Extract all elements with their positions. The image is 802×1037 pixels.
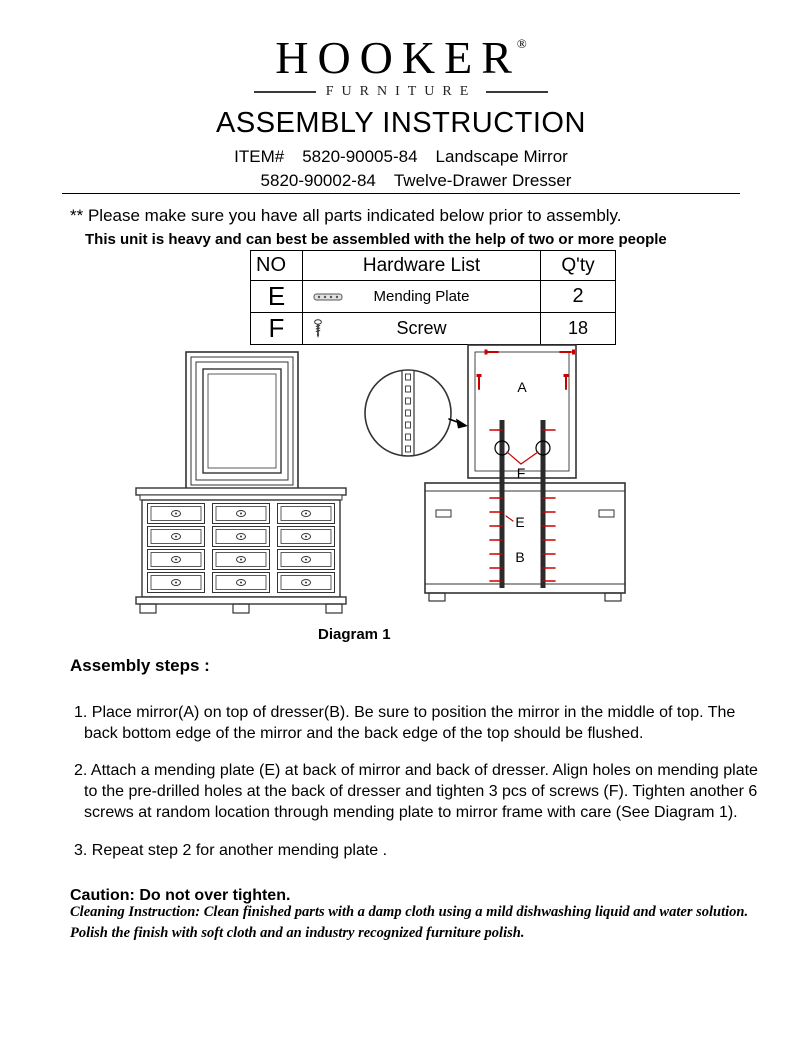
cleaning-line-1: Cleaning Instruction: Clean finished par… [70, 904, 749, 920]
hardware-row-mending-plate: E Mending Plate 2 [250, 280, 616, 313]
cleaning-line-2: Polish the finish with soft cloth and an… [70, 925, 525, 942]
back-view-figure: A F E B [424, 344, 626, 602]
screw-marks [476, 349, 575, 582]
diagram-caption: Diagram 1 [318, 626, 391, 643]
mirror-front [185, 351, 299, 491]
cleaning-instruction: Cleaning Instruction: Clean finished par… [70, 902, 770, 944]
hardware-name-screw: Screw [396, 318, 447, 338]
hardware-qty-screw: 18 [540, 312, 616, 345]
item-2-code: 5820-90002-84 [260, 171, 376, 190]
brand-logo: HOOKER ® [0, 34, 802, 82]
brand-name: HOOKER [275, 32, 521, 83]
hardware-col-list: Hardware List [302, 250, 541, 281]
mending-plates [494, 420, 551, 588]
dresser-front [135, 487, 347, 614]
brand-rule-right [486, 91, 549, 93]
hardware-table-header-row: NO Hardware List Q'ty [250, 250, 616, 281]
assembly-step-1: 1. Place mirror(A) on top of dresser(B).… [74, 704, 736, 743]
hardware-no-e: E [250, 280, 303, 313]
assembly-steps-heading: Assembly steps : [70, 656, 210, 675]
assembly-step-2: 2. Attach a mending plate (E) at back of… [74, 762, 758, 822]
label-screw-f: F [517, 465, 526, 481]
pre-assembly-notice: ** Please make sure you have all parts i… [70, 206, 760, 248]
mirror-back [467, 344, 577, 479]
diagram-1-figure: A F E B [135, 344, 626, 614]
hardware-item-screw: Screw [302, 312, 541, 345]
brand-subtitle: FURNITURE [325, 84, 477, 99]
screw-icon [313, 318, 323, 339]
notice-heavy-unit: This unit is heavy and can best be assem… [85, 231, 667, 248]
label-dresser-b: B [515, 549, 524, 565]
magnifier-detail [364, 369, 468, 457]
front-view-figure [135, 351, 347, 614]
magnifier-arrow [448, 418, 468, 429]
mending-plate-icon [313, 292, 343, 302]
label-mirror-a: A [517, 379, 527, 395]
hardware-no-f: F [250, 312, 303, 345]
item-2-name: Twelve-Drawer Dresser [393, 171, 572, 190]
page-title: ASSEMBLY INSTRUCTION [216, 107, 586, 139]
registered-trademark-symbol: ® [516, 36, 527, 51]
hardware-col-no: NO [250, 250, 303, 281]
hardware-name-mending-plate: Mending Plate [373, 287, 470, 305]
document-header: HOOKER ® FURNITURE ASSEMBLY INSTRUCTION … [0, 34, 802, 191]
item-line-1: ITEM# 5820-90005-84 Landscape Mirror [0, 147, 802, 167]
caution-note: Caution: Do not over tighten. [70, 886, 291, 904]
hardware-table: NO Hardware List Q'ty E Mending Plate 2 [250, 250, 616, 345]
notice-parts-check: ** Please make sure you have all parts i… [70, 206, 622, 225]
item-1-name: Landscape Mirror [435, 147, 568, 166]
hardware-col-qty: Q'ty [540, 250, 616, 281]
brand-subtitle-row: FURNITURE [0, 84, 802, 100]
assembly-step-3: 3. Repeat step 2 for another mending pla… [74, 841, 388, 859]
hardware-qty-mending-plate: 2 [540, 280, 616, 313]
hardware-row-screw: F Screw 18 [250, 312, 616, 345]
brand-rule-left [253, 91, 316, 93]
header-divider [62, 193, 740, 194]
label-mending-plate-e: E [515, 514, 524, 530]
hardware-item-mending-plate: Mending Plate [302, 280, 541, 313]
dresser-back [424, 482, 626, 602]
item-label: ITEM# [234, 147, 285, 166]
item-line-2: 5820-90002-84 Twelve-Drawer Dresser [30, 171, 802, 191]
item-1-code: 5820-90005-84 [302, 147, 418, 166]
assembly-steps-section: Assembly steps : 1. Place mirror(A) on t… [70, 656, 762, 905]
label-leaders [505, 451, 539, 522]
